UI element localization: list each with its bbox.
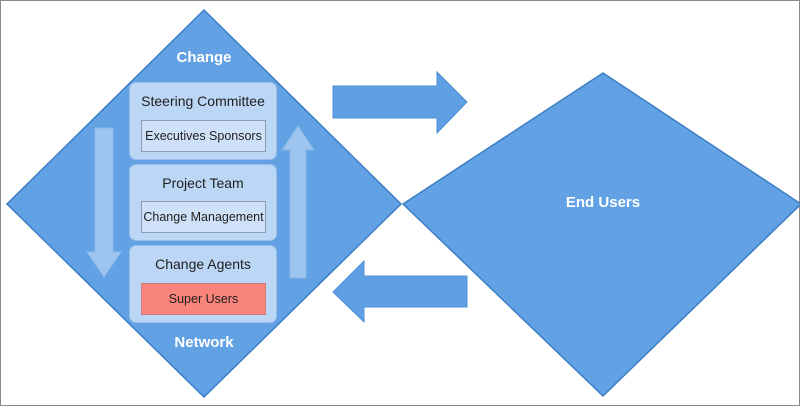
end-users-label: End Users [565, 194, 641, 211]
down-arrow-icon [86, 127, 122, 278]
project-team-panel: Project Team Change Management [129, 164, 277, 241]
network-label: Network [174, 334, 234, 351]
up-arrow-icon [281, 125, 315, 279]
change-agents-title: Change Agents [155, 256, 251, 272]
change-label: Change [176, 49, 232, 66]
change-management-box: Change Management [141, 201, 266, 233]
right-arrow-icon [332, 70, 468, 135]
super-users-box: Super Users [141, 283, 266, 315]
project-team-title: Project Team [162, 175, 244, 191]
end-users-diamond-shape [401, 72, 800, 398]
steering-committee-title: Steering Committee [141, 93, 265, 109]
change-agents-panel: Change Agents Super Users [129, 245, 277, 323]
steering-committee-panel: Steering Committee Executives Sponsors [129, 82, 277, 160]
executives-sponsors-box: Executives Sponsors [141, 120, 266, 152]
left-arrow-icon [332, 259, 468, 324]
